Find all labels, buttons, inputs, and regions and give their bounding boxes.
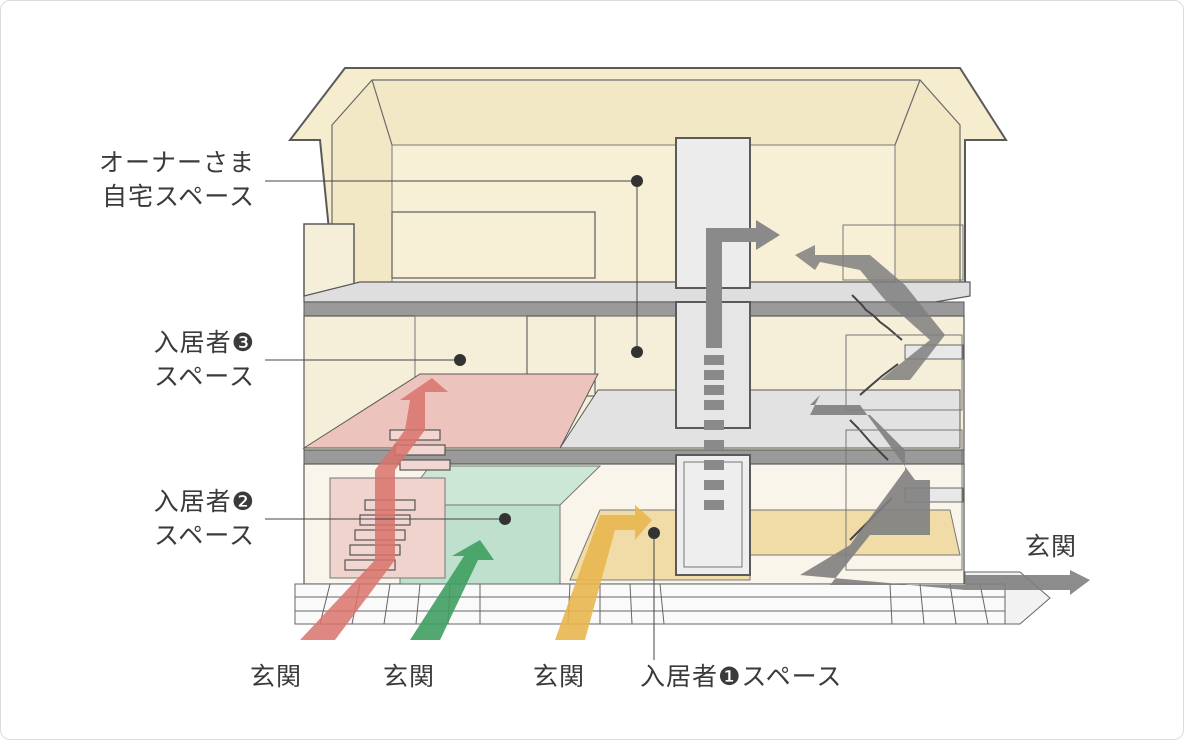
elevator-shaft-bottom bbox=[675, 454, 751, 576]
elevator-arrow bbox=[704, 220, 780, 510]
resident3-space-label: 入居者❸ スペース bbox=[60, 326, 255, 394]
entrance-label-gray: 玄関 bbox=[1025, 532, 1078, 561]
resident1-space-label: 入居者❶スペース bbox=[640, 662, 843, 691]
yellow-arrow bbox=[555, 505, 652, 640]
entrance-label-green: 玄関 bbox=[383, 662, 436, 691]
floor2-gray-floor bbox=[559, 389, 961, 449]
resident2-label-line2: スペース bbox=[153, 521, 255, 550]
resident3-label-line1: 入居者❸ bbox=[153, 328, 255, 357]
red-arrow bbox=[300, 378, 448, 640]
roof-ridge-line-2 bbox=[894, 79, 921, 146]
resident2-space-label: 入居者❷ スペース bbox=[60, 485, 255, 553]
gray-arrow-upper bbox=[795, 245, 945, 380]
gray-arrow bbox=[800, 395, 1090, 595]
red-zone-floor bbox=[302, 373, 599, 449]
owner-label-line1: オーナーさま bbox=[98, 148, 255, 177]
resident3-label-line2: スペース bbox=[153, 362, 255, 391]
resident2-label-line1: 入居者❷ bbox=[153, 487, 255, 516]
right-wall-box-2 bbox=[845, 429, 963, 571]
right-balcony-box bbox=[842, 224, 964, 281]
right-wall-box bbox=[845, 334, 963, 411]
callout-dots bbox=[454, 175, 660, 539]
owner-label-line2: 自宅スペース bbox=[101, 182, 255, 211]
callout-lines bbox=[265, 180, 655, 660]
attic-box bbox=[391, 211, 596, 279]
entrance-label-red: 玄関 bbox=[250, 662, 303, 691]
foundation-tiles bbox=[294, 583, 1006, 625]
entrance-label-yellow: 玄関 bbox=[533, 662, 586, 691]
attic-inner-room bbox=[391, 144, 896, 286]
green-arrow bbox=[410, 540, 494, 640]
roof-ridge-line bbox=[371, 79, 393, 146]
owner-space-label: オーナーさま 自宅スペース bbox=[60, 146, 255, 214]
